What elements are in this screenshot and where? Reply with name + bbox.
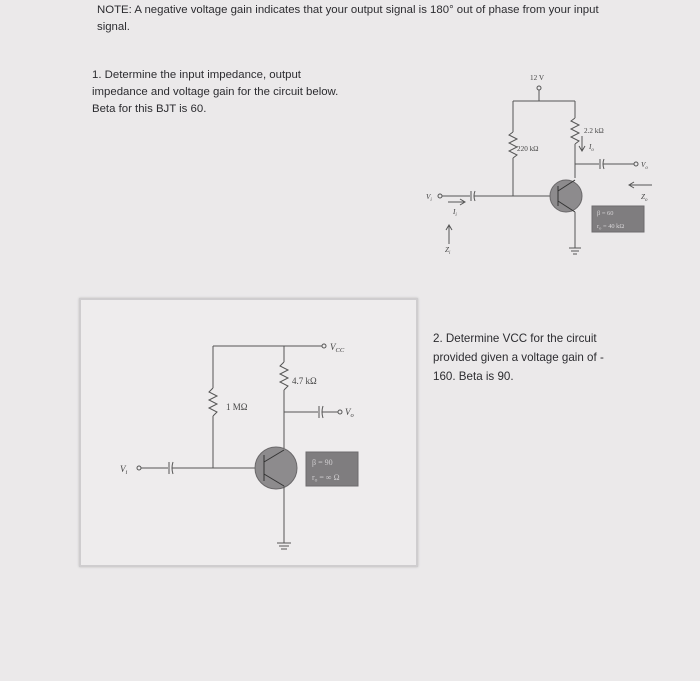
beta-1-label: β = 60	[597, 210, 613, 217]
rc2-resistor-icon	[278, 361, 290, 391]
circuit-1	[437, 85, 652, 255]
rb2-label: 1 MΩ	[226, 402, 248, 412]
vo-label: Vo	[641, 161, 648, 171]
rc-resistor-icon	[569, 117, 581, 145]
ii-label: Ii	[452, 208, 457, 218]
circuit-2	[136, 343, 359, 550]
rb2-resistor-icon	[207, 387, 219, 417]
question-1-line-2: impedance and voltage gain for the circu…	[92, 86, 339, 98]
vi-terminal-icon	[437, 193, 443, 199]
io-label: Io	[588, 143, 594, 153]
note-text: NOTE: A negative voltage gain indicates …	[97, 2, 617, 36]
vo-terminal-icon	[633, 161, 639, 167]
rb-label: 220 kΩ	[517, 145, 539, 153]
zo-label: Zo	[641, 193, 648, 203]
supply-terminal-icon	[536, 85, 542, 91]
question-1-line-3: Beta for this BJT is 60.	[92, 103, 207, 115]
vcc-terminal-icon	[321, 343, 327, 349]
note: NOTE: A negative voltage gain indicates …	[97, 4, 599, 33]
rb-resistor-icon	[507, 131, 519, 159]
rc2-label: 4.7 kΩ	[292, 376, 317, 386]
question-2-line-1: 2. Determine VCC for the circuit	[433, 332, 597, 345]
beta-2-label: β = 90	[312, 458, 333, 467]
circuit-1-params-box	[591, 205, 645, 233]
vcc-label: VCC	[330, 342, 345, 354]
vo2-label: Vo	[345, 407, 355, 419]
rc-label: 2.2 kΩ	[584, 127, 604, 135]
transistor-1-icon	[549, 179, 583, 213]
vo2-terminal-icon	[337, 409, 343, 415]
zi-label: Zi	[445, 246, 451, 256]
ro-2-label: ro = ∞ Ω	[312, 473, 340, 484]
question-2-line-2: provided given a voltage gain of -	[433, 351, 604, 364]
question-1: 1. Determine the input impedance, output…	[92, 67, 382, 118]
vi2-terminal-icon	[136, 465, 142, 471]
vi2-label: Vi	[120, 464, 128, 476]
circuit-2-frame	[79, 298, 418, 567]
question-1-line-1: 1. Determine the input impedance, output	[92, 69, 301, 81]
question-2: 2. Determine VCC for the circuit provide…	[433, 329, 643, 386]
ro-1-label: ro = 40 kΩ	[597, 223, 624, 231]
transistor-2-icon	[254, 446, 298, 490]
vi-label: Vi	[426, 193, 432, 203]
question-2-line-3: 160. Beta is 90.	[433, 370, 514, 383]
supply-label: 12 V	[530, 74, 545, 82]
circuit-2-params-box	[305, 451, 359, 487]
